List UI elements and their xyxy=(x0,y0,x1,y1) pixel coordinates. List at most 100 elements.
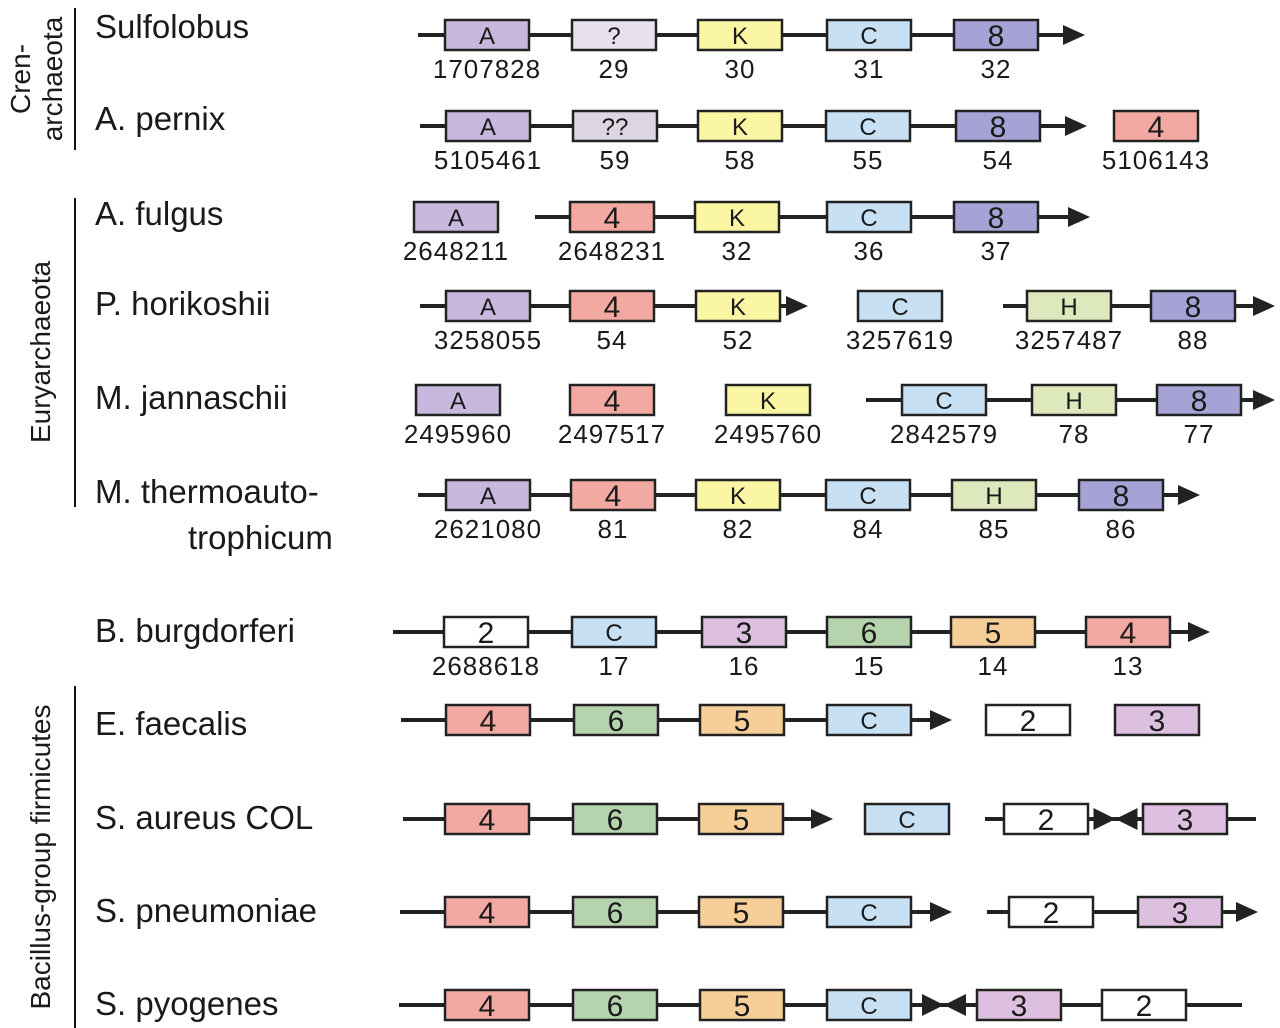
gene-label: 8 xyxy=(988,202,1005,235)
gene-number: 32 xyxy=(722,236,753,266)
species-name: Sulfolobus xyxy=(95,8,249,45)
gene-number: 2497517 xyxy=(558,419,666,449)
gene-box: C xyxy=(825,895,913,929)
gene-rect xyxy=(700,615,788,649)
gene-rect xyxy=(900,383,988,417)
gene-number: 1707828 xyxy=(433,54,541,84)
gene-label: 5 xyxy=(734,705,751,738)
gene-number: 78 xyxy=(1059,419,1090,449)
gene-label: ? xyxy=(607,23,620,50)
species-name: M. thermoauto- xyxy=(95,473,319,510)
direction-arrow-icon xyxy=(930,710,952,730)
gene-label: 4 xyxy=(1120,617,1137,650)
gene-number: 32 xyxy=(981,54,1012,84)
gene-box: C xyxy=(825,703,913,737)
gene-box: 3 xyxy=(1136,895,1224,930)
gene-box: K32 xyxy=(693,200,781,266)
gene-maps: A1707828?29K30C31832A5105461??59K58C5585… xyxy=(393,18,1275,1023)
gene-number: 37 xyxy=(981,236,1012,266)
gene-box: C84 xyxy=(824,478,912,544)
gene-label: K xyxy=(732,114,748,141)
gene-box: 5 xyxy=(698,988,786,1023)
gene-rect xyxy=(1030,383,1118,417)
gene-rect xyxy=(570,18,658,52)
gene-rect xyxy=(724,383,812,417)
gene-rect xyxy=(443,802,531,836)
gene-label: 2 xyxy=(478,617,495,650)
gene-label: 6 xyxy=(607,897,624,930)
gene-box: 4 xyxy=(443,895,531,930)
gene-label: 6 xyxy=(608,705,625,738)
gene-number: 13 xyxy=(1113,651,1144,681)
direction-arrow-icon xyxy=(1065,116,1087,136)
direction-arrow-icon xyxy=(1068,207,1090,227)
gene-rect xyxy=(825,703,913,737)
gene-label: 3 xyxy=(1011,990,1028,1023)
species-name: B. burgdorferi xyxy=(95,612,295,649)
gene-label: 5 xyxy=(733,897,750,930)
direction-arrow-icon xyxy=(1115,808,1138,830)
gene-rect xyxy=(696,18,784,52)
gene-segment: 4 6 5 C xyxy=(400,895,952,930)
direction-arrow-icon xyxy=(786,296,808,316)
species-name: S. aureus COL xyxy=(95,799,313,836)
gene-rect xyxy=(1007,895,1095,929)
gene-number: 54 xyxy=(983,145,1014,175)
gene-rect xyxy=(568,383,656,417)
gene-rect xyxy=(950,478,1038,512)
gene-number: 81 xyxy=(598,514,629,544)
gene-label: 4 xyxy=(479,804,496,837)
gene-label: 3 xyxy=(1149,705,1166,738)
direction-arrow-icon xyxy=(1063,25,1085,45)
species-name: E. faecalis xyxy=(95,705,247,742)
direction-arrow-icon xyxy=(1093,808,1116,830)
gene-rect xyxy=(442,615,530,649)
group-label: Bacillus-group firmicutes xyxy=(25,705,56,1010)
gene-label: 3 xyxy=(736,617,753,650)
gene-box: 615 xyxy=(825,615,913,681)
gene-rect xyxy=(443,18,531,52)
direction-arrow-icon xyxy=(1253,296,1275,316)
gene-box: C17 xyxy=(570,615,658,681)
gene-rect xyxy=(568,200,656,234)
gene-rect xyxy=(952,200,1040,234)
gene-number: 3257619 xyxy=(846,325,954,355)
gene-number: 36 xyxy=(854,236,885,266)
gene-box: 6 xyxy=(572,703,660,738)
gene-number: 15 xyxy=(854,651,885,681)
gene-box: 2 xyxy=(1007,895,1095,930)
gene-box: 413 xyxy=(1084,615,1172,681)
gene-label: 4 xyxy=(1148,111,1165,144)
gene-number: 85 xyxy=(979,514,1010,544)
gene-box: C xyxy=(863,802,951,836)
gene-segment: C xyxy=(863,802,951,836)
gene-label: 5 xyxy=(734,990,751,1023)
gene-number: 3258055 xyxy=(434,325,542,355)
species-name: S. pneumoniae xyxy=(95,892,317,929)
gene-rect xyxy=(1136,895,1224,929)
species-name: A. fulgus xyxy=(95,195,223,232)
gene-rect xyxy=(697,895,785,929)
gene-label: K xyxy=(730,483,746,510)
gene-number: 2648231 xyxy=(558,236,666,266)
gene-number: 2648211 xyxy=(403,236,509,266)
gene-rect xyxy=(414,383,502,417)
gene-rect xyxy=(856,289,944,323)
gene-label: H xyxy=(1060,294,1077,321)
gene-rect xyxy=(824,109,912,143)
gene-box: 4 xyxy=(443,802,531,837)
gene-label: 8 xyxy=(1191,385,1208,418)
gene-rect xyxy=(444,703,532,737)
gene-box: K30 xyxy=(696,18,784,84)
